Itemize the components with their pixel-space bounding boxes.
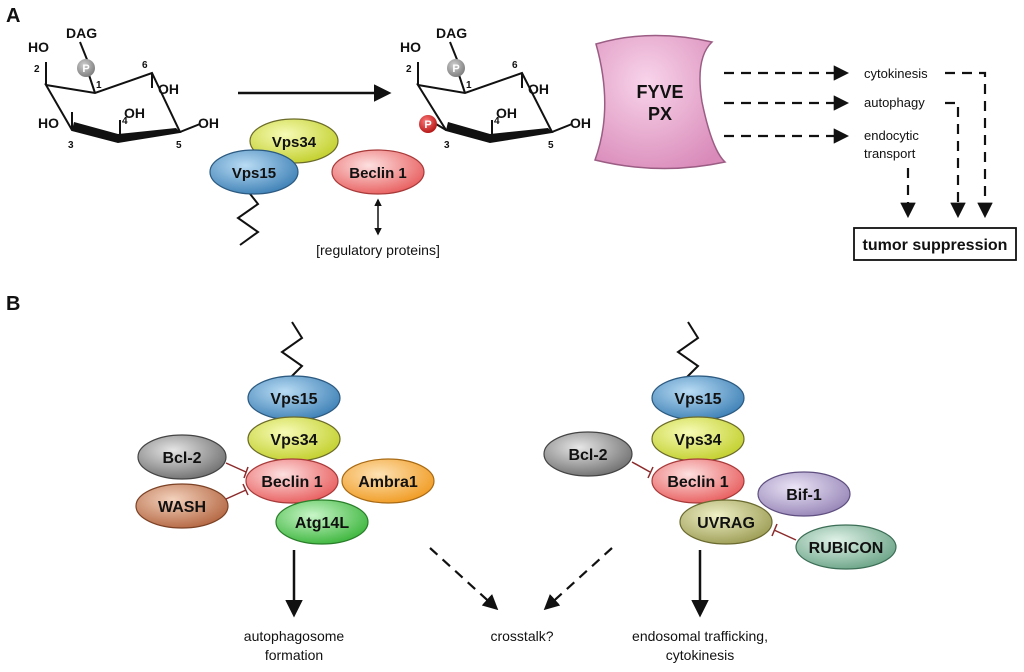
svg-text:P: P	[452, 63, 459, 75]
crosstalk-arrow-right	[543, 547, 613, 611]
svg-text:P: P	[82, 63, 89, 75]
bcl2-inhibition-left	[225, 462, 247, 473]
outcome-endosomal: endosomal trafficking,	[632, 628, 768, 644]
complex-right: Vps15 Vps34 Bcl-2 Beclin 1 Bif-1 UVRAG R…	[543, 321, 897, 570]
svg-text:P: P	[424, 119, 431, 131]
phosphate-grey-2	[447, 59, 465, 77]
svg-text:WASH: WASH	[158, 499, 206, 516]
membrane-anchor-left	[280, 321, 304, 381]
wash-left	[135, 483, 229, 529]
svg-text:Vps34: Vps34	[270, 432, 317, 449]
beclin1-left	[245, 458, 339, 504]
svg-text:Beclin 1: Beclin 1	[261, 474, 322, 491]
svg-text:1: 1	[466, 80, 472, 91]
svg-text:HO: HO	[400, 39, 421, 55]
pathway-transport: transport	[864, 146, 916, 161]
membrane-anchor-right	[676, 321, 700, 381]
svg-text:Bif-1: Bif-1	[786, 487, 822, 504]
complex-a: Vps34 Vps15 Beclin 1 [regulatory protein…	[209, 118, 440, 258]
pathway-autophagy: autophagy	[864, 95, 925, 110]
fyve-px-domain: FYVE PX	[594, 34, 727, 170]
pi3p-structure: P P HO DAG OH OH OH 1 2 3 4 5 6	[400, 25, 591, 151]
svg-text:Bcl-2: Bcl-2	[162, 450, 201, 467]
label-oh-c5: OH	[198, 115, 219, 131]
rubicon-right	[795, 524, 897, 570]
svg-text:Vps15: Vps15	[232, 165, 276, 182]
svg-text:OH: OH	[496, 105, 517, 121]
svg-text:Vps34: Vps34	[674, 432, 721, 449]
svg-text:5: 5	[548, 140, 554, 151]
outcome-autophagosome: autophagosome	[244, 628, 345, 644]
pathway-cytokinesis: cytokinesis	[864, 66, 928, 81]
svg-text:UVRAG: UVRAG	[697, 515, 755, 532]
beclin1-right	[651, 458, 745, 504]
phosphatidylinositol-structure: P HO DAG OH HO OH OH 1 2 3 4 5 6	[28, 25, 219, 151]
phosphate-grey-1	[77, 59, 95, 77]
outcome-cytokinesis: cytokinesis	[666, 647, 734, 663]
svg-text:Beclin 1: Beclin 1	[667, 474, 728, 491]
label-ho-c3: HO	[38, 115, 59, 131]
svg-text:OH: OH	[570, 115, 591, 131]
svg-text:Beclin 1: Beclin 1	[349, 165, 407, 182]
svg-text:RUBICON: RUBICON	[809, 540, 884, 557]
svg-text:3: 3	[68, 140, 74, 151]
svg-text:4: 4	[494, 116, 500, 127]
panel-label-a: A	[6, 5, 20, 27]
svg-text:DAG: DAG	[436, 25, 467, 41]
bcl2-right	[543, 431, 633, 477]
svg-text:Vps34: Vps34	[272, 134, 317, 151]
label-dag: DAG	[66, 25, 97, 41]
svg-text:4: 4	[122, 116, 128, 127]
label-ho-top: HO	[28, 39, 49, 55]
tumor-suppression-box	[853, 227, 1017, 261]
svg-text:Bcl-2: Bcl-2	[568, 447, 607, 464]
svg-text:6: 6	[512, 60, 518, 71]
wash-inhibition-left	[225, 489, 247, 500]
label-oh-c6: OH	[158, 81, 179, 97]
uvrag-right	[679, 499, 773, 545]
rubicon-inhibition	[773, 529, 797, 541]
label-oh-c4: OH	[124, 105, 145, 121]
svg-text:Vps15: Vps15	[270, 391, 317, 408]
bcl2-inhibition-right	[631, 461, 651, 473]
svg-text:2: 2	[34, 64, 40, 75]
regulatory-proteins-label: [regulatory proteins]	[316, 242, 440, 258]
svg-text:Ambra1: Ambra1	[358, 474, 418, 491]
svg-text:6: 6	[142, 60, 148, 71]
svg-text:3: 3	[444, 140, 450, 151]
px-label: PX	[648, 104, 672, 124]
bcl2-left	[137, 434, 227, 480]
svg-text:OH: OH	[528, 81, 549, 97]
fyve-label: FYVE	[636, 82, 683, 102]
autophagy-to-tumor	[945, 101, 966, 219]
bif1-right	[757, 471, 851, 517]
cytokinesis-to-tumor	[945, 71, 993, 219]
outcome-crosstalk: crosstalk?	[490, 628, 553, 644]
membrane-anchor-a	[236, 189, 260, 246]
svg-text:Atg14L: Atg14L	[295, 515, 349, 532]
pathway-endocytic: endocytic	[864, 128, 919, 143]
complex-left: Vps15 Vps34 Bcl-2 Beclin 1 Ambra1 WASH A…	[135, 321, 435, 545]
svg-text:Vps15: Vps15	[674, 391, 721, 408]
svg-text:1: 1	[96, 80, 102, 91]
ambra1-left	[341, 458, 435, 504]
outcome-formation: formation	[265, 647, 323, 663]
crosstalk-arrow-left	[429, 547, 499, 611]
beclin1-protein	[331, 149, 425, 195]
svg-text:5: 5	[176, 140, 182, 151]
tumor-suppression-label: tumor suppression	[863, 237, 1008, 254]
vps15-protein	[209, 149, 299, 195]
atg14l-left	[275, 499, 369, 545]
panel-label-b: B	[6, 293, 20, 315]
svg-text:2: 2	[406, 64, 412, 75]
phosphate-red	[419, 115, 437, 133]
